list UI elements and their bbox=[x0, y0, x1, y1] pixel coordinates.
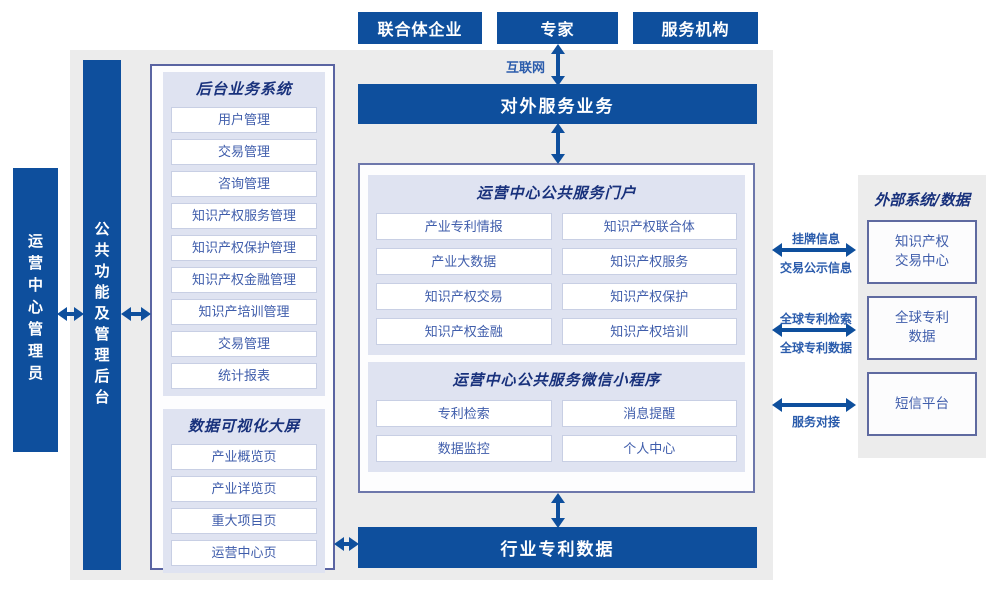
entity-consortium-label: 联合体企业 bbox=[377, 20, 463, 39]
miniprogram-panel: 运营中心公共服务微信小程序 专利检索 消息提醒 数据监控 个人中心 bbox=[368, 362, 745, 472]
center-services-box: 运营中心公共服务门户 产业专利情报 知识产权联合体 产业大数据 知识产权服务 知… bbox=[358, 163, 755, 493]
entity-service-org-box: 服务机构 bbox=[633, 12, 758, 44]
public-functions-label: 公共功能及管理后台 bbox=[92, 220, 111, 410]
miniprogram-item: 专利检索 bbox=[376, 400, 552, 427]
link-label-listing-info: 挂牌信息 bbox=[791, 232, 840, 246]
backend-item: 知识产权保护管理 bbox=[171, 235, 317, 261]
double-arrow-dataviz-patent-icon bbox=[334, 537, 359, 551]
external-service-bar: 对外服务业务 bbox=[358, 84, 757, 124]
double-arrow-backend-icon bbox=[121, 307, 151, 321]
portal-item: 产业大数据 bbox=[376, 248, 552, 275]
entity-consortium-box: 联合体企业 bbox=[358, 12, 482, 44]
external-service-label: 对外服务业务 bbox=[500, 96, 615, 117]
miniprogram-item: 个人中心 bbox=[561, 435, 737, 462]
portal-item: 产业专利情报 bbox=[376, 213, 552, 240]
external-system-sms-box: 短信平台 bbox=[867, 372, 977, 436]
double-arrow-admin-icon bbox=[57, 307, 84, 321]
entity-expert-box: 专家 bbox=[497, 12, 618, 44]
link-label-service-docking: 服务对接 bbox=[791, 415, 840, 429]
double-arrow-ip-trade-icon bbox=[772, 243, 856, 257]
backend-system-panel: 后台业务系统 用户管理 交易管理 咨询管理 知识产权服务管理 知识产权保护管理 … bbox=[163, 72, 325, 396]
backend-item: 交易管理 bbox=[171, 331, 317, 357]
portal-item: 知识产权交易 bbox=[376, 283, 552, 310]
double-arrow-center-to-patent-icon bbox=[551, 493, 565, 528]
portal-item: 知识产权保护 bbox=[561, 283, 737, 310]
double-arrow-bar-to-center-icon bbox=[551, 123, 565, 164]
external-system-ip-trade-box: 知识产权 交易中心 bbox=[867, 220, 977, 284]
link-label-global-patent-search: 全球专利检索 bbox=[779, 312, 852, 326]
portal-item: 知识产权联合体 bbox=[561, 213, 737, 240]
entity-service-org-label: 服务机构 bbox=[661, 20, 730, 39]
double-arrow-global-patent-icon bbox=[772, 323, 856, 337]
dataviz-item: 产业概览页 bbox=[171, 444, 317, 470]
portal-title: 运营中心公共服务门户 bbox=[476, 184, 637, 202]
backend-item: 知识产培训管理 bbox=[171, 299, 317, 325]
portal-panel: 运营中心公共服务门户 产业专利情报 知识产权联合体 产业大数据 知识产权服务 知… bbox=[368, 175, 745, 355]
public-functions-bar: 公共功能及管理后台 bbox=[83, 60, 121, 570]
external-systems-title: 外部系统/数据 bbox=[874, 191, 970, 209]
backend-item: 知识产权金融管理 bbox=[171, 267, 317, 293]
ops-admin-label: 运营中心管理员 bbox=[26, 233, 44, 387]
industry-patent-label: 行业专利数据 bbox=[500, 540, 615, 560]
external-system-global-patent-box: 全球专利 数据 bbox=[867, 296, 977, 360]
backend-column-box: 后台业务系统 用户管理 交易管理 咨询管理 知识产权服务管理 知识产权保护管理 … bbox=[150, 64, 335, 573]
data-visualization-panel: 数据可视化大屏 产业概览页 产业详览页 重大项目页 运营中心页 bbox=[163, 409, 325, 573]
dataviz-item: 重大项目页 bbox=[171, 508, 317, 534]
entity-expert-label: 专家 bbox=[540, 20, 575, 39]
industry-patent-bar: 行业专利数据 bbox=[358, 527, 757, 568]
backend-system-title: 后台业务系统 bbox=[195, 80, 292, 98]
dataviz-item: 产业详览页 bbox=[171, 476, 317, 502]
miniprogram-title: 运营中心公共服务微信小程序 bbox=[452, 371, 661, 389]
backend-item: 知识产权服务管理 bbox=[171, 203, 317, 229]
link-label-transaction-publicity: 交易公示信息 bbox=[779, 261, 852, 275]
backend-item: 统计报表 bbox=[171, 363, 317, 389]
data-visualization-title: 数据可视化大屏 bbox=[187, 417, 300, 435]
miniprogram-item: 消息提醒 bbox=[561, 400, 737, 427]
portal-item: 知识产权服务 bbox=[561, 248, 737, 275]
backend-item: 用户管理 bbox=[171, 107, 317, 133]
miniprogram-item: 数据监控 bbox=[376, 435, 552, 462]
internet-label: 互联网 bbox=[505, 61, 545, 76]
link-label-global-patent-data: 全球专利数据 bbox=[779, 341, 852, 355]
double-arrow-internet-icon bbox=[551, 44, 565, 86]
backend-item: 咨询管理 bbox=[171, 171, 317, 197]
portal-item: 知识产权金融 bbox=[376, 318, 552, 345]
backend-item: 交易管理 bbox=[171, 139, 317, 165]
double-arrow-sms-icon bbox=[772, 398, 856, 412]
ops-admin-box: 运营中心管理员 bbox=[13, 168, 58, 452]
dataviz-item: 运营中心页 bbox=[171, 540, 317, 566]
external-systems-panel: 外部系统/数据 知识产权 交易中心 全球专利 数据 短信平台 bbox=[858, 175, 986, 458]
portal-item: 知识产权培训 bbox=[561, 318, 737, 345]
